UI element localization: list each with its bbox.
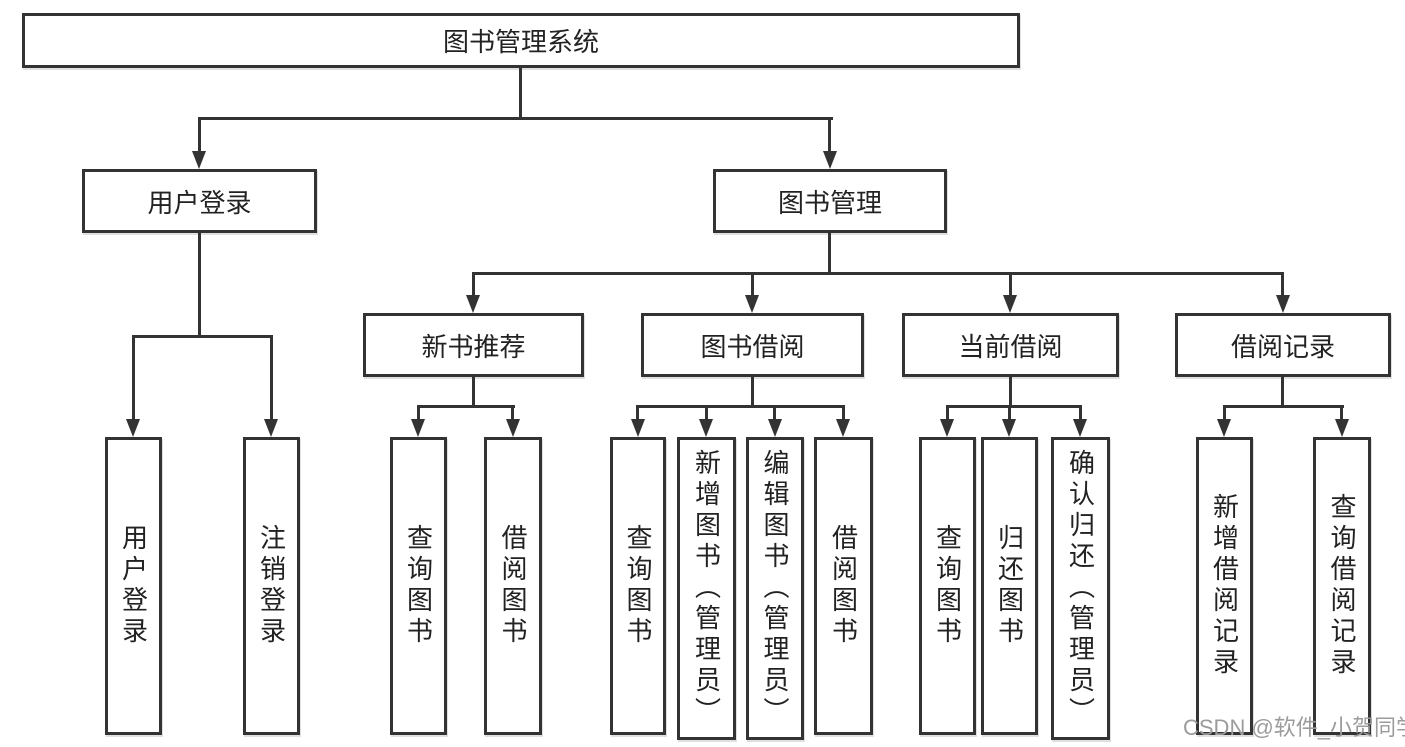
arrow-head <box>1003 295 1017 313</box>
leaf-return-book: 归还图书 <box>981 437 1038 735</box>
connector-to-borrow-records <box>1281 272 1284 298</box>
leaf-add-borrow-record: 新增借阅记录 <box>1196 437 1253 735</box>
arrow-head <box>264 419 278 437</box>
node-current-borrow-label: 当前借阅 <box>958 331 1063 362</box>
node-borrow-records: 借阅记录 <box>1175 313 1391 377</box>
node-book-management: 图书管理 <box>713 169 947 233</box>
connector-leaf <box>1223 405 1226 422</box>
leaf-user-login: 用户登录 <box>105 437 162 735</box>
arrow-head <box>1335 419 1349 437</box>
arrow-head <box>699 419 713 437</box>
arrow-head <box>126 419 140 437</box>
leaf-add-book-admin-label: 新增图书（管理员） <box>691 449 722 728</box>
leaf-query-books-borrow: 查询图书 <box>610 437 666 735</box>
arrow-head <box>1217 419 1231 437</box>
leaf-logout: 注销登录 <box>243 437 300 735</box>
connector-leaf <box>946 405 949 422</box>
arrow-head <box>1073 419 1087 437</box>
node-new-book-recommend-label: 新书推荐 <box>421 331 526 362</box>
leaf-borrow-books-recommend-label: 借阅图书 <box>498 524 528 648</box>
connector-book-management-stem <box>828 233 831 274</box>
leaf-return-book-label: 归还图书 <box>994 524 1025 648</box>
node-root-label: 图书管理系统 <box>442 27 599 57</box>
arrow-head <box>466 295 480 313</box>
connector-borrow-records-stem <box>1281 377 1284 406</box>
leaf-borrow-books-label: 借阅图书 <box>828 524 859 648</box>
leaf-add-borrow-record-label: 新增借阅记录 <box>1209 493 1240 679</box>
connector-to-book-management <box>828 117 831 153</box>
leaf-confirm-return-admin: 确认归还（管理员） <box>1051 437 1110 740</box>
arrow-head <box>1002 419 1016 437</box>
leaf-logout-label: 注销登录 <box>256 524 287 648</box>
watermark: CSDN @软件_小贺同学 <box>1183 715 1405 740</box>
leaf-borrow-books-recommend: 借阅图书 <box>484 437 542 735</box>
arrow-head <box>745 295 759 313</box>
connector-leaf <box>842 405 845 422</box>
connector-book-borrow-split <box>636 405 845 408</box>
node-borrow-records-label: 借阅记录 <box>1230 331 1335 362</box>
node-root: 图书管理系统 <box>22 13 1020 68</box>
connector-current-borrow-stem <box>1009 377 1012 406</box>
arrow-head <box>940 419 954 437</box>
node-new-book-recommend: 新书推荐 <box>363 313 584 377</box>
node-user-login: 用户登录 <box>82 169 317 233</box>
connector-leaf <box>705 405 708 422</box>
leaf-query-books-borrow-label: 查询图书 <box>623 524 653 648</box>
node-book-borrow: 图书借阅 <box>641 313 864 377</box>
arrow-head <box>506 419 520 437</box>
connector-user-login-stem <box>198 233 201 336</box>
connector-to-leaf-logout <box>270 335 273 421</box>
connector-root-stem <box>519 67 522 118</box>
arrow-head <box>768 419 782 437</box>
node-current-borrow: 当前借阅 <box>902 313 1119 377</box>
connector-leaf <box>773 405 776 422</box>
connector-book-management-split <box>472 272 1284 275</box>
leaf-query-books-recommend: 查询图书 <box>390 437 447 735</box>
connector-to-leaf-user-login <box>132 335 135 421</box>
leaf-user-login-label: 用户登录 <box>118 524 149 648</box>
arrow-head <box>631 419 645 437</box>
connector-to-book-borrow <box>751 272 754 298</box>
leaf-borrow-books: 借阅图书 <box>814 437 873 735</box>
connector-leaf <box>511 405 514 422</box>
node-user-login-label: 用户登录 <box>147 187 252 218</box>
connector-to-user-login <box>198 117 201 153</box>
connector-user-login-split <box>132 335 273 338</box>
leaf-confirm-return-admin-label: 确认归还（管理员） <box>1065 449 1096 728</box>
connector-current-borrow-split <box>946 405 1082 408</box>
arrow-head <box>411 419 425 437</box>
node-book-borrow-label: 图书借阅 <box>700 331 805 362</box>
connector-leaf <box>417 405 420 422</box>
leaf-edit-book-admin: 编辑图书（管理员） <box>746 437 804 740</box>
arrow-head <box>1276 295 1290 313</box>
leaf-query-borrow-record-label: 查询借阅记录 <box>1327 493 1357 679</box>
connector-to-current-borrow <box>1009 272 1012 298</box>
connector-root-split <box>198 117 833 120</box>
connector-leaf <box>1079 405 1082 422</box>
leaf-query-books-current-label: 查询图书 <box>932 524 963 648</box>
leaf-query-books-recommend-label: 查询图书 <box>403 524 434 648</box>
connector-leaf <box>1340 405 1343 422</box>
arrow-head <box>823 151 837 169</box>
arrow-head <box>836 419 850 437</box>
connector-leaf <box>636 405 639 422</box>
connector-borrow-records-split <box>1223 405 1344 408</box>
connector-recommend-split <box>417 405 515 408</box>
connector-to-new-book-recommend <box>472 272 475 298</box>
connector-recommend-stem <box>472 377 475 406</box>
leaf-query-borrow-record: 查询借阅记录 <box>1313 437 1371 735</box>
leaf-add-book-admin: 新增图书（管理员） <box>677 437 736 740</box>
leaf-query-books-current: 查询图书 <box>919 437 976 735</box>
leaf-edit-book-admin-label: 编辑图书（管理员） <box>760 449 790 728</box>
node-book-management-label: 图书管理 <box>777 187 882 218</box>
connector-book-borrow-stem <box>751 377 754 406</box>
connector-leaf <box>1008 405 1011 422</box>
arrow-head <box>192 151 206 169</box>
